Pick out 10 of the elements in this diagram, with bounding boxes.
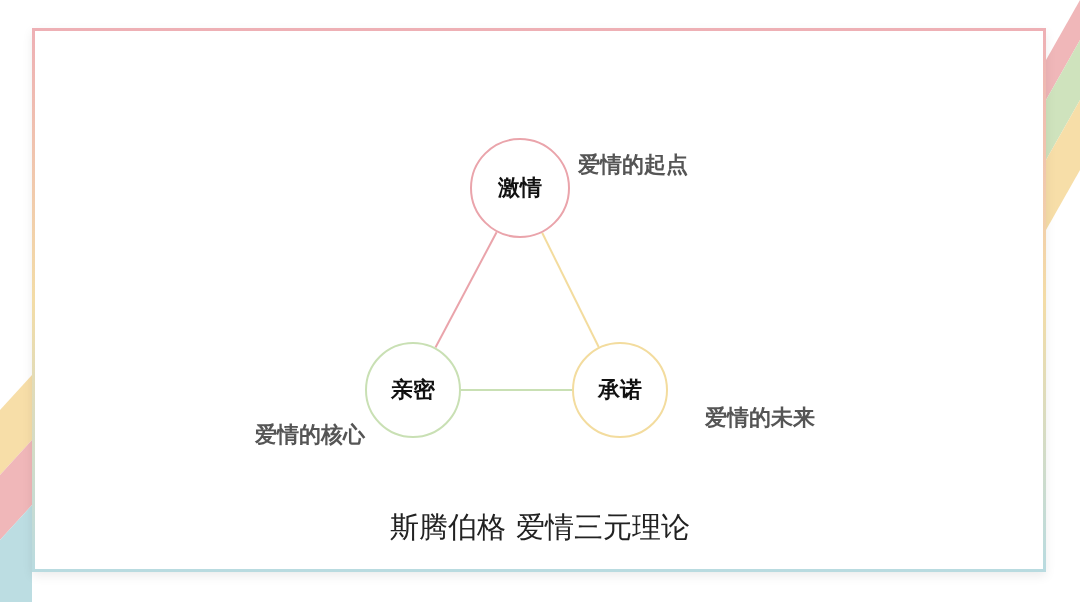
node-note: 爱情的核心 [255,421,365,449]
connector-line [541,231,600,348]
caption: 斯腾伯格 爱情三元理论 [389,509,691,546]
connector-line [460,389,573,391]
node-label: 承诺 [598,376,642,404]
node-note: 爱情的未来 [705,404,815,432]
node-note: 爱情的起点 [578,151,688,179]
connector-line [434,231,498,349]
node-label: 亲密 [391,376,435,404]
node-label: 激情 [498,174,542,202]
